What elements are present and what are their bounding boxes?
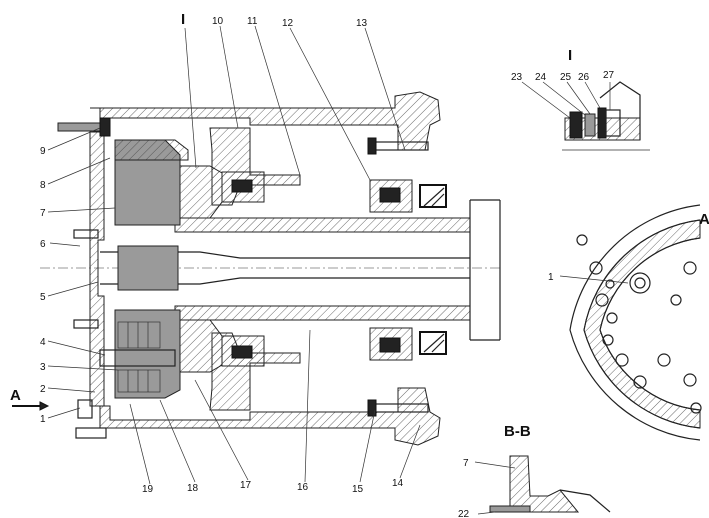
callout-19: 19: [142, 484, 154, 495]
housing-bottom: [90, 387, 441, 446]
view-label-a: A: [10, 387, 21, 404]
callout-23: 23: [511, 72, 523, 83]
callout-9: 9: [40, 146, 46, 157]
callout-4: 4: [40, 337, 46, 348]
callout-1-view: 1: [548, 272, 554, 283]
callout-6: 6: [40, 239, 46, 250]
callout-3: 3: [40, 362, 46, 373]
callout-27: 27: [603, 70, 615, 81]
view-a-partial: 1 A: [548, 204, 709, 441]
view-label-a-partial: A: [699, 211, 709, 228]
callout-5: 5: [40, 292, 46, 303]
hollow-shaft-top: [174, 217, 471, 233]
callout-18: 18: [187, 483, 199, 494]
callout-15: 15: [352, 484, 364, 495]
hollow-shaft-bottom: [174, 305, 471, 321]
callout-24: 24: [535, 72, 547, 83]
main-section-view: A I: [10, 11, 501, 446]
detail-mark-inset: I: [568, 47, 572, 64]
callout-10: 10: [212, 16, 224, 27]
callout-7: 7: [40, 208, 46, 219]
callouts-main: 1 2 3 4 5 6 7 8 9 10 11 12 13 14 15 16 1…: [40, 16, 421, 495]
cover-plate: [89, 131, 105, 407]
callout-11: 11: [247, 16, 258, 27]
callout-7-bb: 7: [463, 458, 469, 469]
section-bb: B-B 7 22: [458, 423, 611, 518]
callout-26: 26: [578, 72, 590, 83]
planet-gear-bottom: [114, 309, 181, 399]
callout-13: 13: [356, 18, 368, 29]
callout-14: 14: [392, 478, 404, 489]
section-label-bb: B-B: [504, 423, 531, 440]
callout-8: 8: [40, 180, 46, 191]
detail-mark-main: I: [181, 11, 185, 28]
callout-25: 25: [560, 72, 572, 83]
callout-16: 16: [297, 482, 309, 493]
callout-1: 1: [40, 414, 46, 425]
callout-17: 17: [240, 480, 252, 491]
planet-pin: [99, 349, 176, 367]
spline-hub: [117, 245, 179, 291]
callout-22-bb: 22: [458, 509, 470, 518]
detail-i-inset: I 23 24 25 26 27: [511, 47, 650, 151]
callout-12: 12: [282, 18, 294, 29]
callout-2: 2: [40, 384, 46, 395]
